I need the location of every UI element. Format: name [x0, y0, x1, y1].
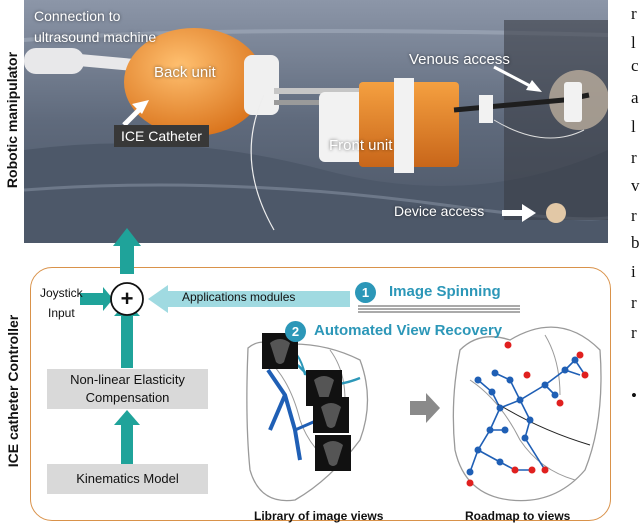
robot-photo: Connection to ultrasound machine Back un…	[24, 0, 608, 243]
device-access-label: Device access	[394, 203, 485, 219]
output-arrow-shaft	[120, 244, 134, 274]
nonlinear-line2: Compensation	[85, 390, 170, 405]
margin-letter: r	[631, 206, 637, 225]
joystick-line2: Input	[47, 306, 75, 320]
margin-letter: r	[631, 148, 637, 167]
kinematics-arrow-head	[114, 410, 140, 425]
applications-arrow	[148, 285, 350, 313]
kinematics-arrow-shaft	[121, 422, 133, 464]
ultrasound-connection-label: Connection to ultrasound machine	[34, 6, 156, 48]
margin-letter: c	[631, 56, 639, 75]
front-unit-label: Front unit	[329, 137, 393, 154]
margin-letter: b	[631, 233, 640, 252]
ultrasound-connection-line2: ultrasound machine	[34, 29, 157, 45]
margin-letter: r	[631, 4, 637, 23]
clipped-body-text: r l c a l r v r b i r r •	[631, 0, 640, 527]
back-unit-label: Back unit	[154, 64, 216, 81]
joystick-arrow-head	[103, 287, 113, 311]
robot-photo-illustration	[24, 0, 608, 243]
summing-junction	[110, 282, 144, 316]
ultrasound-connection-line1: Connection to	[34, 8, 121, 24]
library-heart-sketch	[246, 333, 369, 502]
view-recovery-label: Automated View Recovery	[314, 322, 503, 339]
margin-letter: r	[631, 293, 637, 312]
joystick-arrow-shaft	[80, 293, 106, 305]
nonlinear-arrow-shaft	[121, 312, 133, 368]
margin-letter: l	[631, 117, 636, 136]
applications-modules-label: Applications modules	[182, 290, 296, 304]
roadmap-caption: Roadmap to views	[465, 509, 571, 523]
kinematics-model-box: Kinematics Model	[47, 464, 208, 494]
image-spinning-label: Image Spinning	[389, 283, 501, 300]
bullet-mark: •	[631, 386, 637, 405]
feature-number-1: 1	[355, 282, 376, 303]
margin-letter: v	[631, 176, 640, 195]
margin-letter: a	[631, 88, 639, 107]
feature-number-2: 2	[285, 321, 306, 342]
summing-symbol: +	[121, 286, 134, 311]
roadmap-heart-sketch	[452, 326, 602, 502]
nonlinear-line1: Non-linear Elasticity	[70, 372, 185, 387]
margin-letter: i	[631, 262, 636, 281]
transform-arrow	[410, 393, 440, 423]
margin-letter: l	[631, 33, 636, 52]
margin-letter: r	[631, 323, 637, 342]
venous-access-label: Venous access	[409, 51, 510, 68]
output-arrow-head	[113, 228, 141, 246]
library-caption: Library of image views	[254, 509, 384, 523]
ice-catheter-label: ICE Catheter	[114, 125, 209, 147]
nonlinear-compensation-box: Non-linear Elasticity Compensation	[47, 369, 208, 409]
joystick-input-label: Joystick Input	[40, 283, 83, 323]
joystick-line1: Joystick	[40, 286, 83, 300]
